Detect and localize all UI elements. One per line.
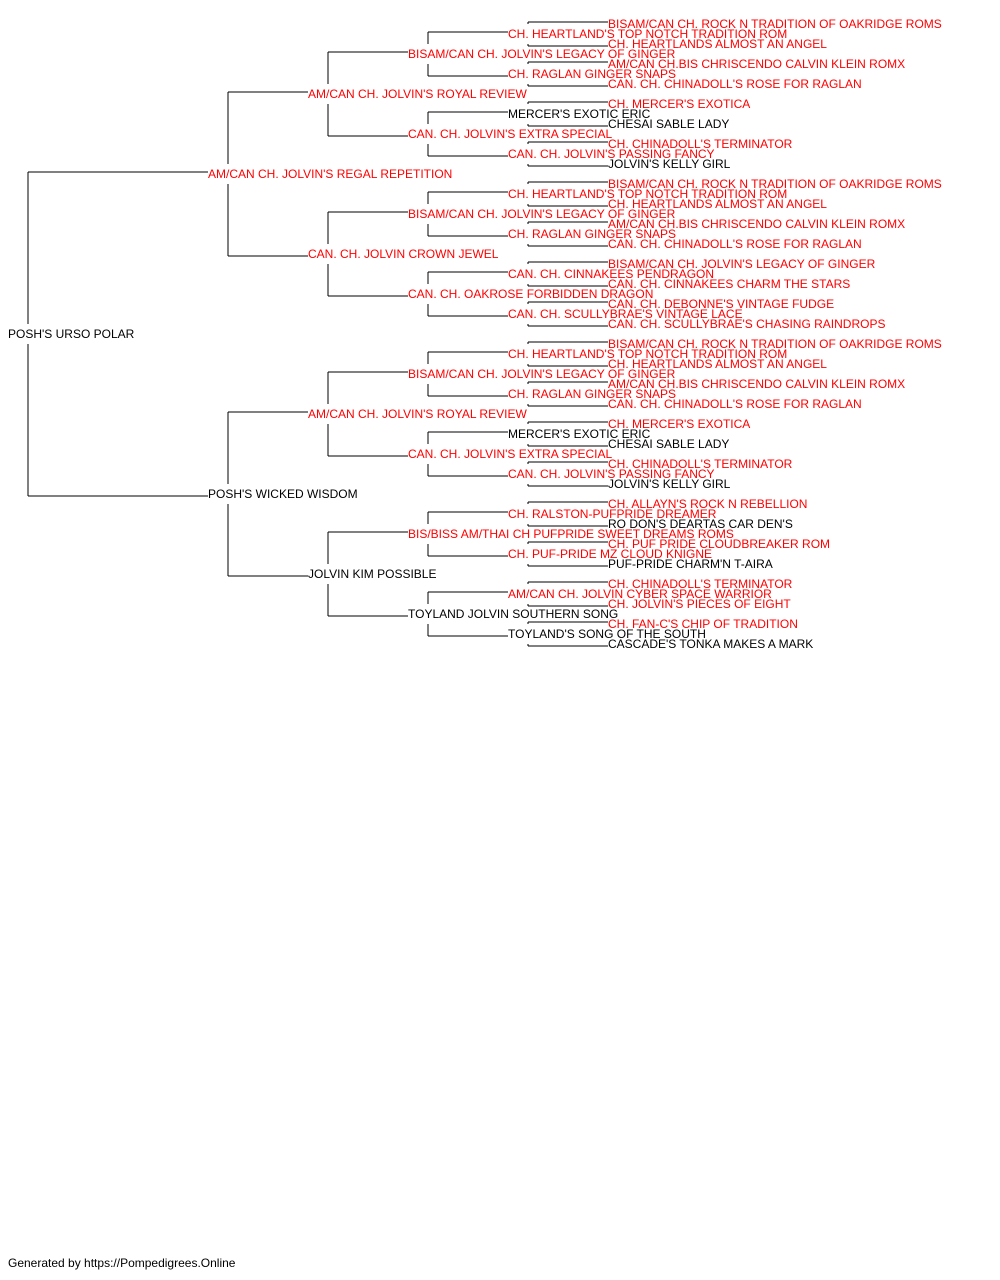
ancestor-name-gen2: AM/CAN CH. JOLVIN'S ROYAL REVIEW: [308, 87, 527, 101]
ancestor-name-gen3: BIS/BISS AM/THAI CH PUFPRIDE SWEET DREAM…: [408, 527, 734, 541]
ancestor-name-gen4: CAN. CH. CINNAKEES PENDRAGON: [508, 267, 714, 281]
ancestor-name-gen5: CAN. CH. DEBONNE'S VINTAGE FUDGE: [608, 297, 834, 311]
ancestor-name-gen3: BISAM/CAN CH. JOLVIN'S LEGACY OF GINGER: [408, 207, 676, 221]
ancestor-name-gen4: MERCER'S EXOTIC ERIC: [508, 427, 651, 441]
ancestor-name-gen5: AM/CAN CH.BIS CHRISCENDO CALVIN KLEIN RO…: [608, 57, 905, 71]
ancestor-name-gen1: POSH'S WICKED WISDOM: [208, 487, 358, 501]
ancestor-name-gen2: JOLVIN KIM POSSIBLE: [308, 567, 436, 581]
generated-by-footer: Generated by https://Pompedigrees.Online: [8, 1256, 236, 1270]
ancestor-name-gen4: CAN. CH. SCULLYBRAE'S VINTAGE LACE: [508, 307, 743, 321]
ancestor-name-gen5: CHESAI SABLE LADY: [608, 437, 729, 451]
ancestor-name-gen5: CAN. CH. CHINADOLL'S ROSE FOR RAGLAN: [608, 77, 862, 91]
ancestor-name-gen5: RO DON'S DEARTAS CAR DEN'S: [608, 517, 793, 531]
ancestor-name-gen3: CAN. CH. JOLVIN'S EXTRA SPECIAL: [408, 447, 612, 461]
ancestor-name-gen4: CAN. CH. JOLVIN'S PASSING FANCY: [508, 467, 715, 481]
ancestor-name-gen4: TOYLAND'S SONG OF THE SOUTH: [508, 627, 706, 641]
ancestor-name-gen4: AM/CAN CH. JOLVIN CYBER SPACE WARRIOR: [508, 587, 772, 601]
ancestor-name-gen5: AM/CAN CH.BIS CHRISCENDO CALVIN KLEIN RO…: [608, 377, 905, 391]
ancestor-name-gen5: CAN. CH. CHINADOLL'S ROSE FOR RAGLAN: [608, 237, 862, 251]
ancestor-name-gen5: CH. HEARTLANDS ALMOST AN ANGEL: [608, 357, 827, 371]
ancestor-name-gen4: CH. PUF-PRIDE MZ CLOUD KNIGNE: [508, 547, 712, 561]
ancestor-name-gen3: BISAM/CAN CH. JOLVIN'S LEGACY OF GINGER: [408, 367, 676, 381]
ancestor-name-gen5: BISAM/CAN CH. ROCK N TRADITION OF OAKRID…: [608, 17, 942, 31]
ancestor-name-gen5: CH. CHINADOLL'S TERMINATOR: [608, 577, 793, 591]
ancestor-name-gen5: PUF-PRIDE CHARM'N T-AIRA: [608, 557, 773, 571]
ancestor-name-gen4: CAN. CH. JOLVIN'S PASSING FANCY: [508, 147, 715, 161]
ancestor-name-gen5: CH. JOLVIN'S PIECES OF EIGHT: [608, 597, 791, 611]
ancestor-name-gen3: BISAM/CAN CH. JOLVIN'S LEGACY OF GINGER: [408, 47, 676, 61]
ancestor-name-gen0: POSH'S URSO POLAR: [8, 327, 135, 341]
ancestor-name-gen5: CAN. CH. CHINADOLL'S ROSE FOR RAGLAN: [608, 397, 862, 411]
ancestor-name-gen4: MERCER'S EXOTIC ERIC: [508, 107, 651, 121]
ancestor-name-gen5: CAN. CH. SCULLYBRAE'S CHASING RAINDROPS: [608, 317, 885, 331]
ancestor-name-gen5: CH. ALLAYN'S ROCK N REBELLION: [608, 497, 807, 511]
ancestor-name-gen5: CH. FAN-C'S CHIP OF TRADITION: [608, 617, 798, 631]
ancestor-name-gen5: AM/CAN CH.BIS CHRISCENDO CALVIN KLEIN RO…: [608, 217, 905, 231]
ancestor-name-gen5: CAN. CH. CINNAKEES CHARM THE STARS: [608, 277, 850, 291]
ancestor-name-gen5: CH. MERCER'S EXOTICA: [608, 417, 750, 431]
ancestor-name-gen3: CAN. CH. JOLVIN'S EXTRA SPECIAL: [408, 127, 612, 141]
ancestor-name-gen1: AM/CAN CH. JOLVIN'S REGAL REPETITION: [208, 167, 452, 181]
ancestor-name-gen5: CH. CHINADOLL'S TERMINATOR: [608, 137, 793, 151]
ancestor-name-gen4: CH. RAGLAN GINGER SNAPS: [508, 67, 676, 81]
ancestor-name-gen2: AM/CAN CH. JOLVIN'S ROYAL REVIEW: [308, 407, 527, 421]
ancestor-name-gen3: CAN. CH. OAKROSE FORBIDDEN DRAGON: [408, 287, 653, 301]
ancestor-name-gen4: CH. HEARTLAND'S TOP NOTCH TRADITION ROM: [508, 187, 787, 201]
ancestor-name-gen5: CH. HEARTLANDS ALMOST AN ANGEL: [608, 37, 827, 51]
ancestor-name-gen5: CH. PUF PRIDE CLOUDBREAKER ROM: [608, 537, 830, 551]
ancestor-name-gen5: CASCADE'S TONKA MAKES A MARK: [608, 637, 813, 651]
ancestor-name-gen4: CH. RAGLAN GINGER SNAPS: [508, 387, 676, 401]
ancestor-name-gen5: BISAM/CAN CH. JOLVIN'S LEGACY OF GINGER: [608, 257, 876, 271]
ancestor-name-gen5: CH. MERCER'S EXOTICA: [608, 97, 750, 111]
ancestor-name-gen5: BISAM/CAN CH. ROCK N TRADITION OF OAKRID…: [608, 337, 942, 351]
ancestor-name-gen5: CHESAI SABLE LADY: [608, 117, 729, 131]
ancestor-name-gen5: BISAM/CAN CH. ROCK N TRADITION OF OAKRID…: [608, 177, 942, 191]
ancestor-name-gen5: JOLVIN'S KELLY GIRL: [608, 477, 731, 491]
ancestor-name-gen5: JOLVIN'S KELLY GIRL: [608, 157, 731, 171]
ancestor-name-gen2: CAN. CH. JOLVIN CROWN JEWEL: [308, 247, 499, 261]
ancestor-name-gen4: CH. HEARTLAND'S TOP NOTCH TRADITION ROM: [508, 27, 787, 41]
ancestor-name-gen4: CH. RAGLAN GINGER SNAPS: [508, 227, 676, 241]
ancestor-name-gen4: CH. HEARTLAND'S TOP NOTCH TRADITION ROM: [508, 347, 787, 361]
ancestor-name-gen3: TOYLAND JOLVIN SOUTHERN SONG: [408, 607, 618, 621]
ancestor-name-gen5: CH. HEARTLANDS ALMOST AN ANGEL: [608, 197, 827, 211]
ancestor-name-gen5: CH. CHINADOLL'S TERMINATOR: [608, 457, 793, 471]
ancestor-name-gen4: CH. RALSTON-PUFPRIDE DREAMER: [508, 507, 717, 521]
